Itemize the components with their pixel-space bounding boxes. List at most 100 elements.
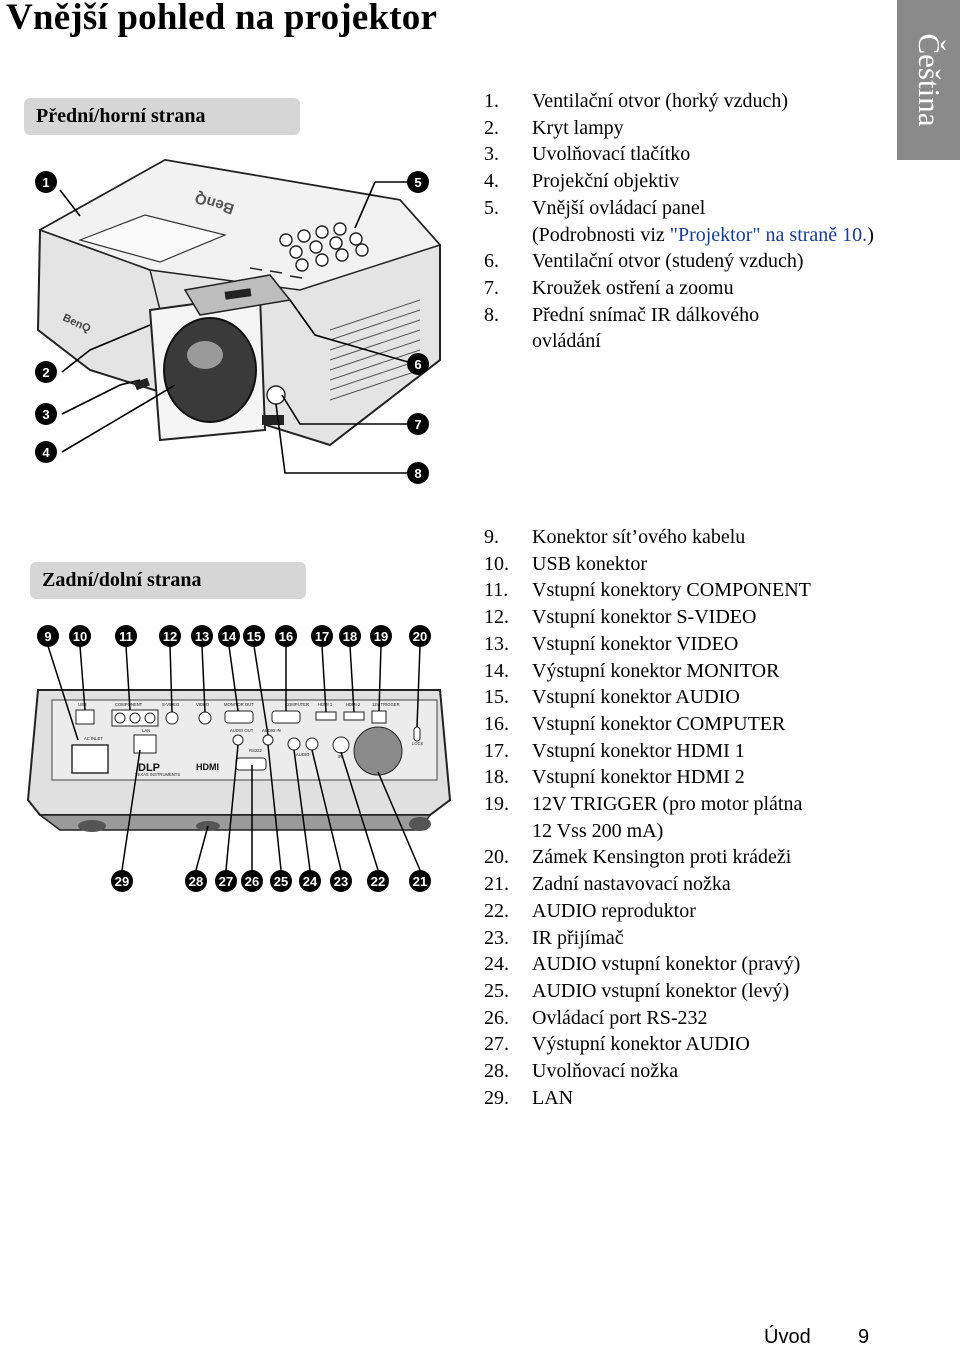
list-item: 7.Kroužek ostření a zoomu [484,276,734,299]
callout-badge: 7 [407,413,429,435]
list-item: 9.Konektor sít’ového kabelu [484,526,746,548]
hdmi-logo: HDMI [196,762,219,772]
front-parts-legend: 1.Ventilační otvor (horký vzduch) 2.Kryt… [484,88,874,355]
svg-text:COMPUTER: COMPUTER [285,702,309,707]
svg-text:S-VIDEO: S-VIDEO [162,702,180,707]
svg-text:5: 5 [414,175,421,190]
projection-lens [163,317,257,423]
callout-badge: 2 [35,361,57,383]
callout-badge: 9 [37,625,59,647]
svg-text:27: 27 [219,874,233,889]
list-item: 22.AUDIO reproduktor [484,899,696,922]
list-item: 21.Zadní nastavovací nožka [484,873,731,896]
callout-badge: 23 [330,870,352,892]
list-item: 19.12V TRIGGER (pro motor plátna 12 Vss … [484,793,803,842]
callout-badge: 13 [191,625,213,647]
list-item: 23.IR přijímač [484,926,624,949]
svg-text:COMPONENT: COMPONENT [115,702,143,707]
svg-text:LOCK: LOCK [412,741,424,746]
page-title: Vnější pohled na projektor [6,0,438,38]
svg-text:28: 28 [189,874,203,889]
projector-front-illustration: BenQ BenQ [35,158,442,484]
svg-text:8: 8 [414,466,421,481]
list-item: 8.Přední snímač IR dálkového ovládání [484,303,760,353]
callout-badge: 5 [407,171,429,193]
callout-badge: 11 [115,625,137,647]
callout-badge: 28 [185,870,207,892]
svg-text:22: 22 [371,874,385,889]
svg-text:3: 3 [42,407,49,422]
control-panel [249,222,369,279]
svg-text:12V TRIGGER: 12V TRIGGER [372,702,400,707]
list-item: 5. Vnější ovládací panel(Podrobnosti viz… [484,196,874,246]
list-item: 25.AUDIO vstupní konektor (levý) [484,979,790,1002]
callout-badge: 16 [275,625,297,647]
callout-badge: 24 [299,870,321,892]
svg-text:2: 2 [42,365,49,380]
svg-text:6: 6 [414,357,421,372]
list-item: 27.Výstupní konektor AUDIO [484,1033,750,1056]
language-tab-label: Čeština [911,33,947,127]
svg-text:15: 15 [247,629,261,644]
callout-badge: 6 [407,353,429,375]
projector-rear-illustration: USB COMPONENT S-VIDEO VIDEO MONITOR OUT … [26,625,452,892]
callout-badge: 19 [370,625,392,647]
svg-text:19: 19 [374,629,388,644]
vent-grille [329,299,421,401]
svg-text:AUDIO IN: AUDIO IN [262,728,281,733]
list-item: 2.Kryt lampy [484,116,624,139]
list-item: 26.Ovládací port RS-232 [484,1006,708,1029]
svg-text:IR: IR [338,754,342,759]
svg-text:TEXAS INSTRUMENTS: TEXAS INSTRUMENTS [135,772,180,777]
callout-badge: 21 [409,870,431,892]
list-item: 13.Vstupní konektor VIDEO [484,632,739,655]
svg-text:20: 20 [413,629,427,644]
speaker-grille [353,726,403,776]
svg-text:RS232: RS232 [249,748,262,753]
callout-badge: 4 [35,441,57,463]
svg-text:7: 7 [414,417,421,432]
callout-badge: 18 [339,625,361,647]
svg-text:AC INLET: AC INLET [84,736,103,741]
svg-text:23: 23 [334,874,348,889]
list-item: 17.Vstupní konektor HDMI 1 [484,739,745,762]
page-number: 9 [858,1326,870,1348]
list-item: 20.Zámek Kensington proti krádeži [484,846,792,869]
list-item: 1.Ventilační otvor (horký vzduch) [484,90,789,112]
footer-section-name: Úvod [764,1326,811,1348]
list-item: 16.Vstupní konektor COMPUTER [484,712,786,735]
language-tab: Čeština [897,0,960,160]
callout-badge: 1 [35,171,57,193]
svg-text:USB: USB [78,702,87,707]
list-item: 4.Projekční objektiv [484,170,680,193]
svg-text:21: 21 [413,874,427,889]
callout-badge: 8 [407,462,429,484]
rear-adjuster-foot [409,817,431,831]
callout-badge: 12 [159,625,181,647]
list-item: 3.Uvolňovací tlačítko [484,143,691,166]
page-reference-link[interactable]: "Projektor" na straně 10. [669,223,868,246]
front-callouts: 1 2 3 4 5 6 7 8 [35,171,429,484]
list-item: 28.Uvolňovací nožka [484,1060,679,1083]
callout-badge: 3 [35,403,57,425]
svg-text:AUDIO OUT: AUDIO OUT [230,728,254,733]
list-item: 18.Vstupní konektor HDMI 2 [484,766,745,789]
svg-text:14: 14 [222,629,237,644]
svg-text:25: 25 [274,874,288,889]
svg-text:VIDEO: VIDEO [196,702,210,707]
list-item: 11.Vstupní konektory COMPONENT [484,579,811,602]
callout-badge: 27 [215,870,237,892]
callout-badge: 25 [270,870,292,892]
list-item: 15.Vstupní konektor AUDIO [484,686,740,709]
svg-text:11: 11 [119,629,133,644]
list-item: 14.Výstupní konektor MONITOR [484,659,780,682]
svg-text:1: 1 [42,175,49,190]
list-item: 24.AUDIO vstupní konektor (pravý) [484,953,801,976]
svg-text:13: 13 [195,629,209,644]
callout-badge: 10 [69,625,91,647]
dlp-logo: DLP [138,762,160,774]
svg-text:29: 29 [115,874,129,889]
svg-text:4: 4 [42,445,50,460]
